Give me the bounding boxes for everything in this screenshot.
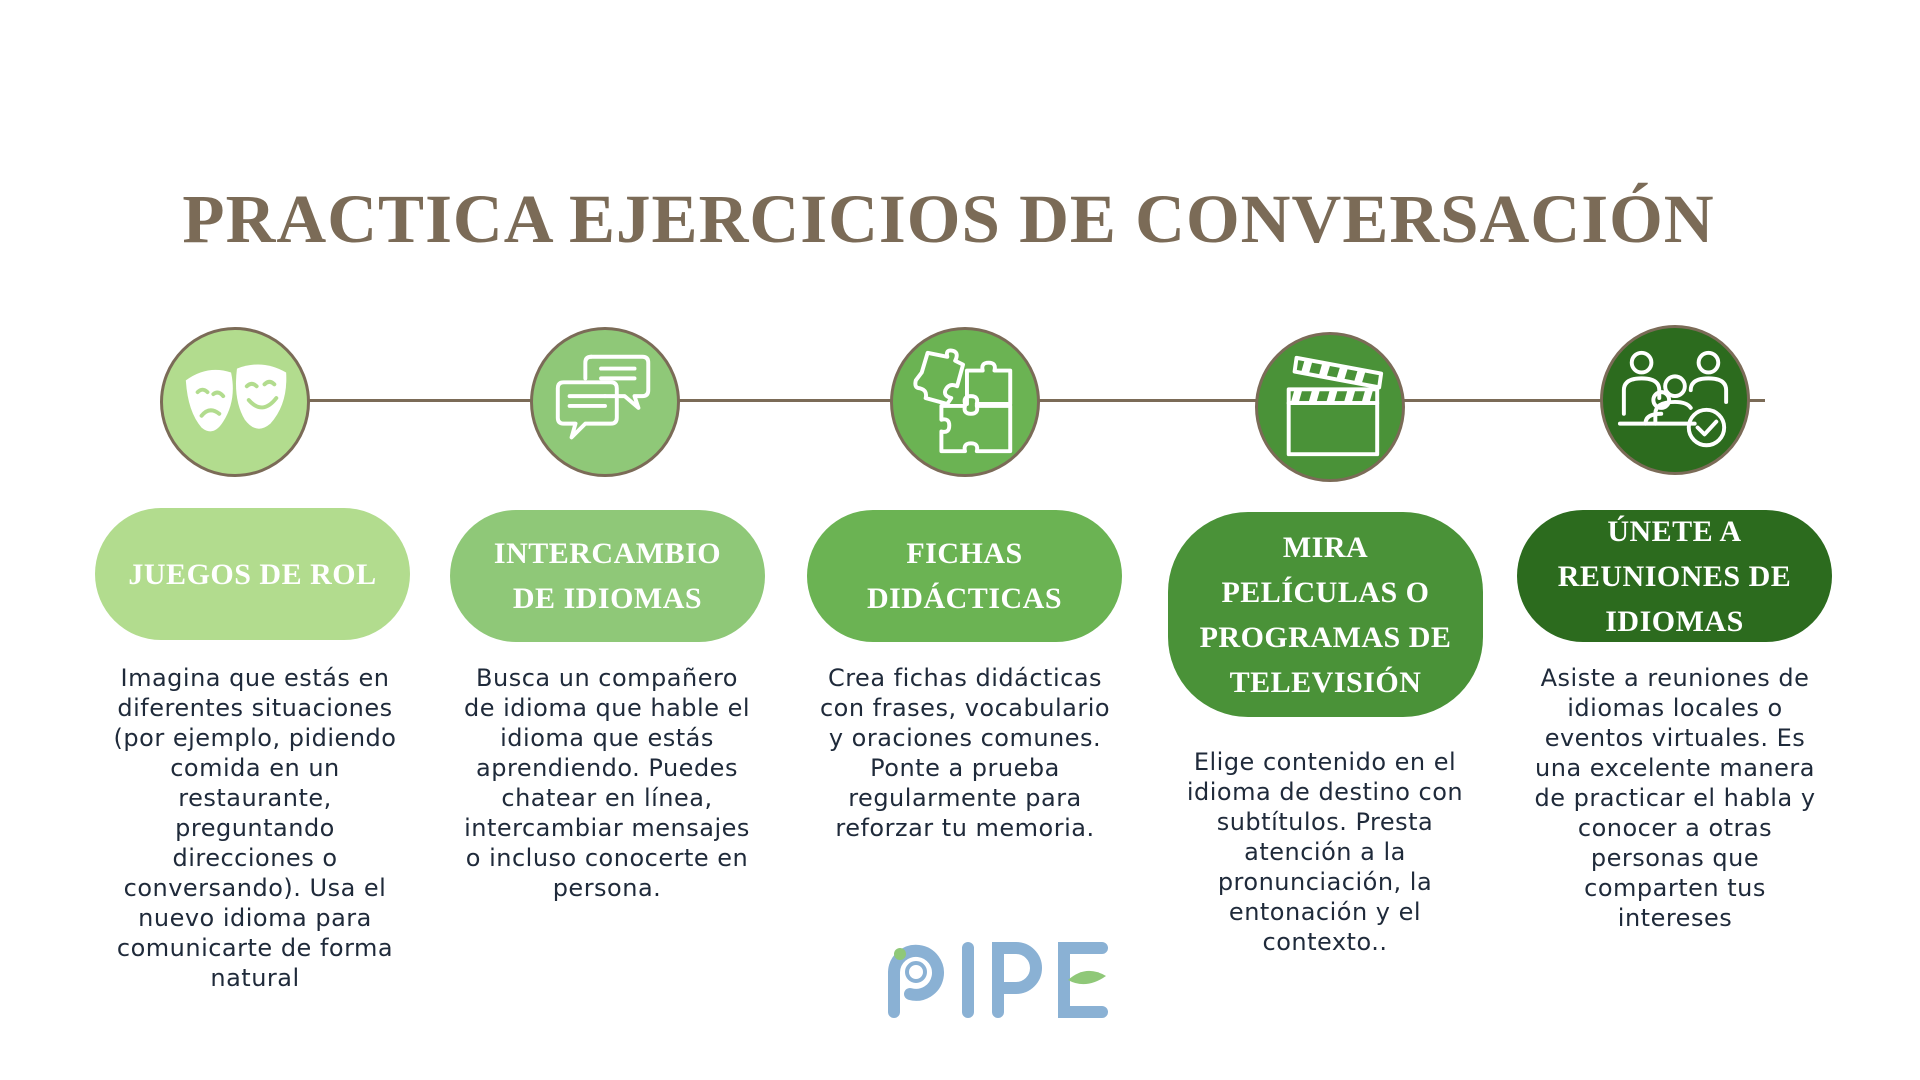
step-4-heading-line-1: MIRA bbox=[1282, 530, 1369, 564]
pipe-logo-icon bbox=[888, 942, 1108, 1018]
step-3-description: Crea fichas didácticas con frases, vocab… bbox=[819, 664, 1111, 842]
group-meeting-check-icon bbox=[1617, 350, 1729, 448]
step-2-description: Busca un compañero de idioma que hable e… bbox=[463, 664, 751, 902]
step-5-heading-line-2: REUNIONES DE bbox=[1557, 559, 1792, 593]
step-5-heading-line-1: ÚNETE A bbox=[1607, 514, 1742, 548]
puzzle-pieces-icon bbox=[913, 348, 1013, 454]
step-3-heading-pill: FICHAS DIDÁCTICAS bbox=[807, 510, 1122, 642]
pipe-logo bbox=[880, 938, 1115, 1018]
step-2-icon-circle bbox=[530, 327, 680, 477]
step-3-icon-circle bbox=[890, 327, 1040, 477]
step-2-heading-pill: INTERCAMBIO DE IDIOMAS bbox=[450, 510, 765, 642]
step-1-heading-pill: JUEGOS DE ROL bbox=[95, 508, 410, 640]
chat-bubbles-icon bbox=[555, 354, 651, 440]
step-1-heading: JUEGOS DE ROL bbox=[128, 557, 377, 591]
theater-masks-icon bbox=[185, 364, 287, 432]
step-1-icon-circle bbox=[160, 327, 310, 477]
step-4-heading-pill: MIRA PELÍCULAS O PROGRAMAS DE TELEVISIÓN bbox=[1168, 512, 1483, 717]
step-5-description: Asiste a reuniones de idiomas locales o … bbox=[1534, 664, 1816, 932]
step-1-description: Imagina que estás en diferentes situacio… bbox=[113, 664, 397, 992]
page-title: PRACTICA EJERCICIOS DE CONVERSACIÓN bbox=[182, 181, 1715, 257]
step-3-heading-line-1: FICHAS bbox=[906, 537, 1023, 570]
clapperboard-icon bbox=[1286, 355, 1384, 457]
step-4-description: Elige contenido en el idioma de destino … bbox=[1186, 748, 1464, 956]
step-2-heading-line-2: DE IDIOMAS bbox=[512, 582, 703, 615]
step-3-heading-line-2: DIDÁCTICAS bbox=[866, 582, 1063, 615]
step-5-heading-pill: ÚNETE A REUNIONES DE IDIOMAS bbox=[1517, 510, 1832, 642]
step-4-icon-circle bbox=[1255, 332, 1405, 482]
step-4-heading-line-3: PROGRAMAS DE bbox=[1199, 620, 1452, 654]
step-4-heading-line-2: PELÍCULAS O bbox=[1221, 575, 1430, 609]
step-4-heading-line-4: TELEVISIÓN bbox=[1229, 665, 1422, 699]
step-5-icon-circle bbox=[1600, 325, 1750, 475]
step-5-heading-line-3: IDIOMAS bbox=[1605, 604, 1744, 638]
step-2-heading-line-1: INTERCAMBIO bbox=[493, 537, 722, 570]
